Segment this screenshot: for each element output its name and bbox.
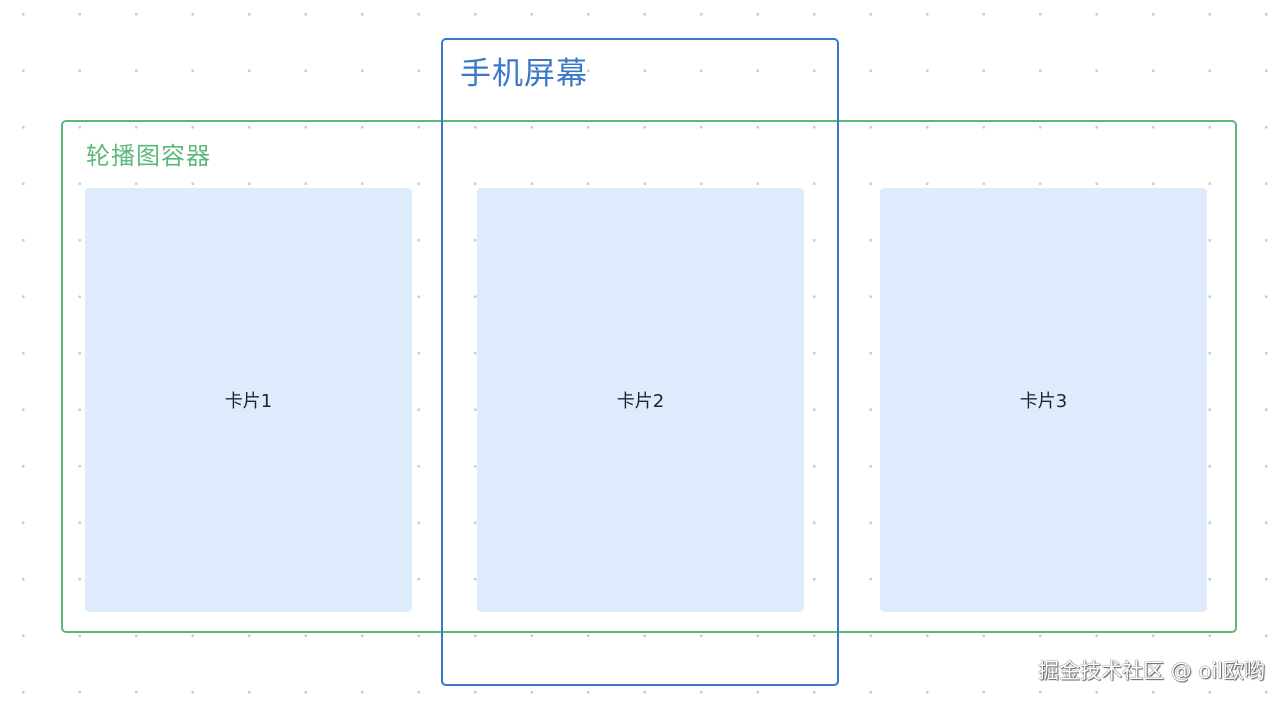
phone-screen-label: 手机屏幕 <box>460 56 588 92</box>
carousel-container-label: 轮播图容器 <box>86 142 211 170</box>
card-3: 卡片3 <box>880 188 1207 612</box>
card-2: 卡片2 <box>477 188 804 612</box>
card-3-label: 卡片3 <box>1019 391 1068 412</box>
card-2-label: 卡片2 <box>616 391 665 412</box>
card-1: 卡片1 <box>85 188 412 612</box>
card-1-label: 卡片1 <box>224 391 273 412</box>
phone-screen-frame <box>441 38 839 686</box>
watermark: 掘金技术社区 @ oil欧哟 <box>1038 659 1265 683</box>
carousel-container <box>61 120 1237 633</box>
